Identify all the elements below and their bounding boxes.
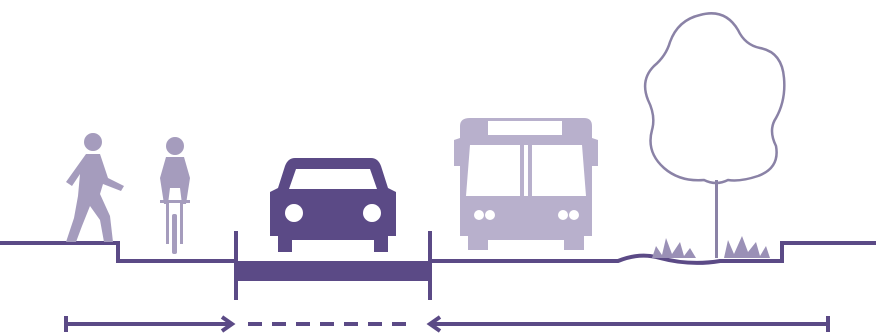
car-front-icon	[270, 158, 396, 252]
lane-boundary-right	[428, 231, 432, 300]
grass-tuft-icon	[652, 236, 770, 258]
ground-profile	[0, 231, 876, 300]
bus-front-icon	[454, 118, 598, 250]
lane-boundary-left	[234, 231, 238, 300]
bicycle-rider-icon	[160, 137, 190, 254]
walking-person-icon	[66, 133, 124, 242]
car-lane-slab	[236, 261, 430, 281]
dimension-line	[66, 316, 828, 332]
tree-outline-icon	[645, 13, 784, 258]
